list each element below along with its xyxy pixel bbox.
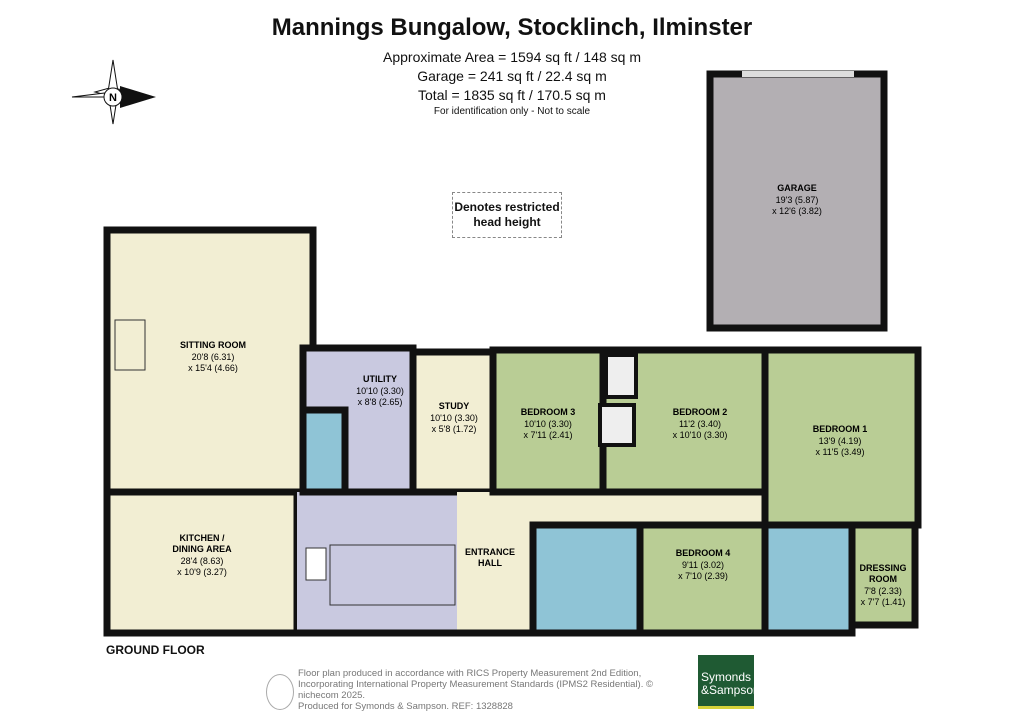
svg-text:x 8'8 (2.65): x 8'8 (2.65)	[358, 397, 403, 407]
floor-label: GROUND FLOOR	[106, 643, 205, 657]
svg-text:10'10 (3.30): 10'10 (3.30)	[430, 413, 478, 423]
dressing-room	[848, 521, 919, 629]
restricted-height-legend: Denotes restricted head height	[452, 192, 562, 238]
svg-text:BEDROOM 2: BEDROOM 2	[673, 407, 728, 417]
room-labels: SITTING ROOM 20'8 (6.31)x 15'4 (4.66) UTI…	[172, 183, 906, 607]
compass-north-label: N	[109, 92, 117, 104]
svg-text:x 7'11 (2.41): x 7'11 (2.41)	[523, 430, 572, 440]
svg-text:x 12'6 (3.82): x 12'6 (3.82)	[772, 206, 822, 216]
svg-text:BEDROOM 4: BEDROOM 4	[676, 548, 731, 558]
svg-text:10'10 (3.30): 10'10 (3.30)	[524, 419, 572, 429]
footer-line: Incorporating International Property Mea…	[298, 679, 653, 701]
bedroom-1	[761, 346, 922, 529]
footer-line: Produced for Symonds & Sampson. REF: 132…	[298, 701, 513, 712]
kitchen-dining	[103, 488, 301, 637]
cloakroom	[299, 406, 349, 496]
study-room	[409, 348, 497, 496]
person-scale-icon	[266, 674, 294, 710]
svg-text:19'3 (5.87): 19'3 (5.87)	[776, 195, 819, 205]
svg-text:7'8 (2.33): 7'8 (2.33)	[864, 586, 902, 596]
svg-text:BEDROOM 1: BEDROOM 1	[813, 424, 868, 434]
garage-area: Garage = 241 sq ft / 22.4 sq m	[417, 68, 607, 84]
svg-text:SITTING ROOM: SITTING ROOM	[180, 340, 246, 350]
logo-line: &Sampson	[701, 683, 760, 697]
approx-area: Approximate Area = 1594 sq ft / 148 sq m	[383, 49, 641, 65]
svg-text:x 15'4 (4.66): x 15'4 (4.66)	[188, 363, 238, 373]
svg-text:28'4 (8.63): 28'4 (8.63)	[181, 556, 224, 566]
svg-text:13'9 (4.19): 13'9 (4.19)	[819, 436, 862, 446]
compass-rose-icon: N	[71, 59, 156, 125]
svg-text:DRESSING: DRESSING	[859, 563, 906, 573]
svg-text:ENTRANCE: ENTRANCE	[465, 547, 515, 557]
svg-text:20'8 (6.31): 20'8 (6.31)	[192, 352, 235, 362]
ensuite	[761, 521, 856, 637]
bedroom-4	[636, 521, 769, 637]
bathroom	[529, 521, 644, 637]
logo-line: Symonds	[701, 670, 752, 684]
svg-text:ROOM: ROOM	[869, 574, 897, 584]
svg-text:x 11'5 (3.49): x 11'5 (3.49)	[815, 447, 864, 457]
footer-line: Floor plan produced in accordance with R…	[298, 668, 642, 679]
svg-text:KITCHEN /: KITCHEN /	[180, 533, 225, 543]
svg-text:x 10'10 (3.30): x 10'10 (3.30)	[673, 430, 728, 440]
agent-logo: Symonds&Sampson	[698, 655, 760, 709]
svg-text:STUDY: STUDY	[439, 401, 470, 411]
page-title: Mannings Bungalow, Stocklinch, Ilminster	[271, 14, 753, 41]
svg-text:DINING AREA: DINING AREA	[172, 544, 232, 554]
svg-text:x 10'9 (3.27): x 10'9 (3.27)	[177, 567, 227, 577]
disclaimer: For identification only - Not to scale	[433, 106, 591, 117]
garage-room	[706, 70, 888, 332]
svg-text:x 5'8 (1.72): x 5'8 (1.72)	[432, 424, 477, 434]
footer-text: Floor plan produced in accordance with R…	[298, 668, 690, 712]
svg-text:x 7'7 (1.41): x 7'7 (1.41)	[861, 597, 906, 607]
svg-text:BEDROOM 3: BEDROOM 3	[521, 407, 576, 417]
svg-text:HALL: HALL	[478, 558, 502, 568]
svg-text:UTILITY: UTILITY	[363, 374, 397, 384]
svg-text:9'11 (3.02): 9'11 (3.02)	[682, 560, 724, 570]
svg-text:x 7'10 (2.39): x 7'10 (2.39)	[678, 571, 728, 581]
svg-text:GARAGE: GARAGE	[777, 183, 817, 193]
bedroom-3	[489, 346, 607, 496]
total-area: Total = 1835 sq ft / 170.5 sq m	[418, 87, 606, 103]
svg-text:10'10 (3.30): 10'10 (3.30)	[356, 386, 404, 396]
svg-text:11'2 (3.40): 11'2 (3.40)	[679, 419, 721, 429]
